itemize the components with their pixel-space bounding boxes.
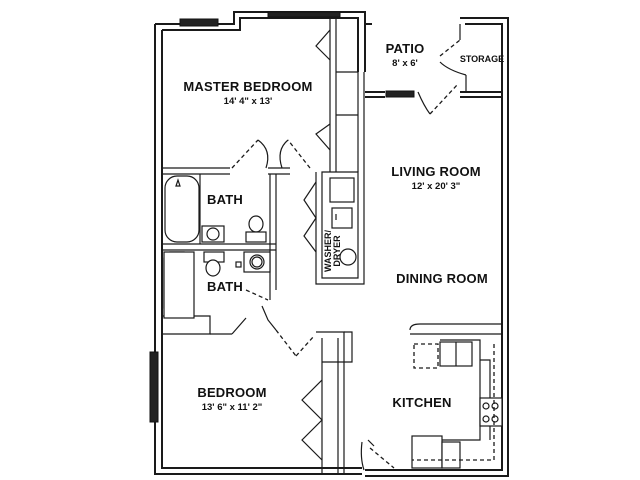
- room-dimensions: 12' x 20' 3": [411, 181, 461, 192]
- room-dining-room: DINING ROOM: [396, 271, 488, 286]
- room-name: MASTER BEDROOM: [183, 79, 313, 94]
- room-living-room: LIVING ROOM 12' x 20' 3": [391, 164, 481, 192]
- room-patio: PATIO 8' x 6': [386, 41, 425, 69]
- refrigerator: [411, 435, 443, 469]
- room-name: STORAGE: [459, 54, 505, 64]
- interior-walls: [162, 18, 502, 474]
- room-kitchen: KITCHEN: [392, 395, 451, 410]
- room-bath-lower: BATH: [207, 279, 243, 294]
- room-dimensions: 14' 4" x 13': [223, 96, 273, 107]
- room-name: BEDROOM: [197, 385, 267, 400]
- room-name: KITCHEN: [392, 395, 452, 410]
- fixtures: [163, 175, 503, 469]
- room-dimensions: 8' x 6': [392, 58, 418, 69]
- room-name: BATH: [207, 279, 243, 294]
- room-name: BATH: [207, 192, 243, 207]
- room-master-bedroom: MASTER BEDROOM 14' 4" x 13': [183, 79, 312, 107]
- laundry-label: WASHER/ DRYER: [323, 226, 342, 276]
- window-patio: [385, 90, 415, 98]
- room-bedroom: BEDROOM 13' 6" x 11' 2": [197, 385, 266, 413]
- window-bedroom-left: [149, 351, 159, 423]
- room-storage: STORAGE: [460, 49, 504, 67]
- laundry-label-line2: DRYER: [332, 235, 342, 267]
- window-master-top: [267, 11, 341, 18]
- room-name: DINING ROOM: [396, 271, 488, 286]
- washer-dryer-icon: [339, 248, 357, 266]
- room-dimensions: 13' 6" x 11' 2": [201, 402, 263, 413]
- bathtub-upper: [164, 175, 200, 243]
- room-name: PATIO: [385, 41, 425, 56]
- room-bath-upper: BATH: [207, 192, 243, 207]
- window-master-top-left: [179, 18, 219, 27]
- doors: [231, 29, 467, 471]
- stove-icon: [479, 397, 503, 427]
- room-name: LIVING ROOM: [391, 164, 481, 179]
